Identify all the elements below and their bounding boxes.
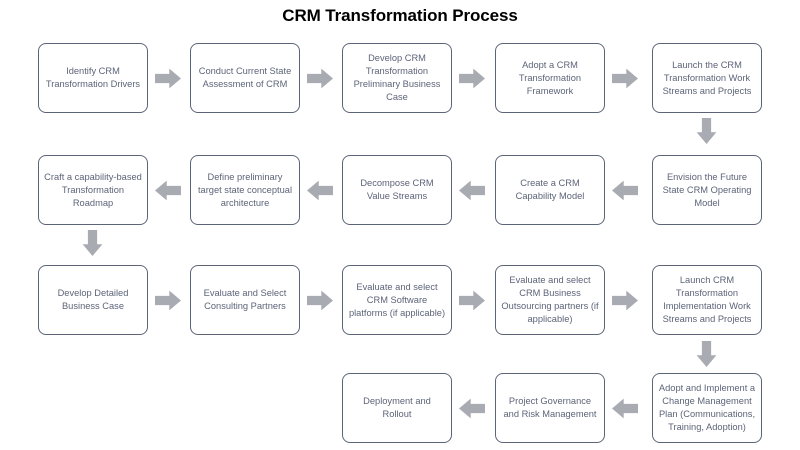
node-label: Deployment and Rollout (363, 396, 431, 419)
node-label: Evaluate and select CRM Software platfor… (348, 281, 446, 318)
connector-arrow-right (459, 290, 485, 311)
process-node-current-state-assessment[interactable]: Conduct Current State Assessment of CRM (190, 43, 300, 113)
node-label: Create a CRM Capability Model (515, 178, 585, 201)
connector-arrow-right (612, 68, 638, 89)
connector-arrow-left (459, 398, 485, 419)
process-node-launch-work-streams[interactable]: Launch the CRM Transformation Work Strea… (652, 43, 762, 113)
connector-arrow-right (307, 290, 333, 311)
connector-arrow-left (307, 180, 333, 201)
connector-arrow-left (155, 180, 181, 201)
process-node-preliminary-business-case[interactable]: Develop CRM Transformation Preliminary B… (342, 43, 452, 113)
node-label: Evaluate and Select Consulting Partners (203, 288, 287, 311)
connector-arrow-down (696, 118, 717, 144)
connector-arrow-right (155, 290, 181, 311)
connector-arrow-left (459, 180, 485, 201)
process-node-decompose-value-streams[interactable]: Decompose CRM Value Streams (342, 155, 452, 225)
connector-arrow-left (612, 180, 638, 201)
process-node-project-governance-risk[interactable]: Project Governance and Risk Management (495, 373, 605, 443)
node-label: Envision the Future State CRM Operating … (662, 171, 752, 208)
node-label: Adopt a CRM Transformation Framework (518, 59, 582, 96)
process-node-adopt-framework[interactable]: Adopt a CRM Transformation Framework (495, 43, 605, 113)
node-label: Craft a capability-based Transformation … (44, 171, 142, 208)
process-node-capability-roadmap[interactable]: Craft a capability-based Transformation … (38, 155, 148, 225)
process-node-future-state-operating-model[interactable]: Envision the Future State CRM Operating … (652, 155, 762, 225)
process-node-launch-implementation[interactable]: Launch CRM Transformation Implementation… (652, 265, 762, 335)
node-label: Adopt and Implement a Change Management … (658, 383, 756, 432)
process-node-target-state-architecture[interactable]: Define preliminary target state conceptu… (190, 155, 300, 225)
page-title: CRM Transformation Process (282, 6, 518, 25)
node-label: Decompose CRM Value Streams (360, 178, 434, 201)
process-node-select-consulting-partners[interactable]: Evaluate and Select Consulting Partners (190, 265, 300, 335)
connector-arrow-right (155, 68, 181, 89)
node-label: Identify CRM Transformation Drivers (45, 66, 141, 89)
node-label: Develop CRM Transformation Preliminary B… (353, 53, 441, 102)
connector-arrow-down (82, 230, 103, 256)
node-label: Develop Detailed Business Case (57, 288, 129, 311)
node-label: Define preliminary target state conceptu… (197, 171, 293, 208)
node-label: Launch CRM Transformation Implementation… (662, 275, 752, 324)
connector-arrow-right (307, 68, 333, 89)
process-node-capability-model[interactable]: Create a CRM Capability Model (495, 155, 605, 225)
node-label: Evaluate and select CRM Business Outsour… (501, 275, 599, 324)
node-label: Conduct Current State Assessment of CRM (198, 66, 292, 89)
connector-arrow-right (612, 290, 638, 311)
connector-arrow-left (612, 398, 638, 419)
connector-arrow-right (459, 68, 485, 89)
process-node-detailed-business-case[interactable]: Develop Detailed Business Case (38, 265, 148, 335)
process-node-identify-drivers[interactable]: Identify CRM Transformation Drivers (38, 43, 148, 113)
process-node-change-management-plan[interactable]: Adopt and Implement a Change Management … (652, 373, 762, 443)
node-label: Project Governance and Risk Management (503, 396, 597, 419)
connector-arrow-down (696, 341, 717, 367)
process-node-select-outsourcing-partners[interactable]: Evaluate and select CRM Business Outsour… (495, 265, 605, 335)
node-label: Launch the CRM Transformation Work Strea… (662, 59, 752, 96)
process-node-select-crm-software[interactable]: Evaluate and select CRM Software platfor… (342, 265, 452, 335)
process-node-deployment-rollout[interactable]: Deployment and Rollout (342, 373, 452, 443)
